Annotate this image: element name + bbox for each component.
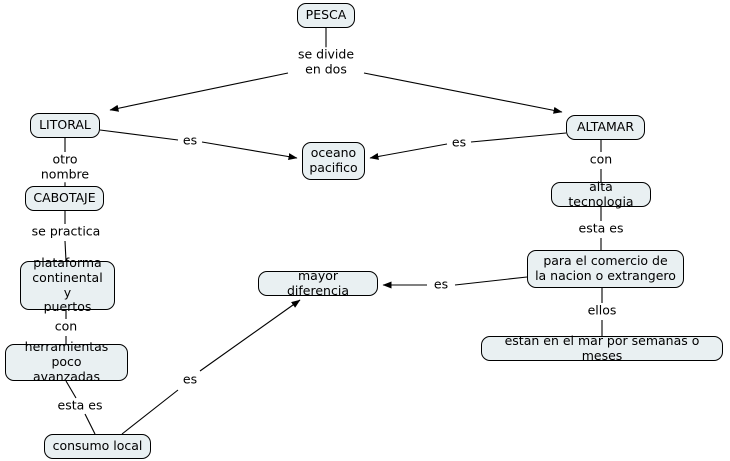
edge-litoral-oceano-a — [99, 129, 179, 141]
node-pesca[interactable]: PESCA — [297, 3, 355, 28]
node-litoral[interactable]: LITORAL — [30, 113, 100, 138]
edge-label-otro-nombre: otro nombre — [39, 151, 91, 182]
edge-label-comercio-mayor-es: es — [432, 276, 450, 293]
node-mayor-diferencia[interactable]: mayor diferencia — [258, 268, 378, 297]
edge-cabotaje-plataforma-b — [64, 240, 67, 262]
node-para-el-comercio[interactable]: para el comercio de la nacion o extrange… — [527, 250, 684, 288]
edge-altamar-oceano-b — [369, 143, 448, 160]
edge-label-ellos: ellos — [586, 302, 618, 319]
edge-label-consumo-mayor-es: es — [181, 371, 199, 388]
node-oceano-pacifico[interactable]: oceano pacifico — [302, 142, 365, 180]
node-consumo-local[interactable]: consumo local — [44, 434, 151, 459]
node-altamar[interactable]: ALTAMAR — [566, 115, 645, 140]
edge-herramientas-consumo-b — [84, 413, 96, 435]
edge-consumo-mayor-a — [121, 389, 179, 435]
edge-label-esta-es-altatec: esta es — [577, 220, 625, 237]
edge-consumo-mayor-b — [199, 299, 301, 372]
edge-label-con-plataforma: con — [53, 318, 79, 335]
node-herramientas-poco-avanzadas[interactable]: herramientas poco avanzadas — [5, 340, 128, 384]
edge-label-litoral-oceano-es: es — [181, 132, 199, 149]
edge-pesca-altamar — [363, 72, 563, 114]
edge-altamar-oceano-a — [470, 132, 567, 143]
node-estan-en-el-mar[interactable]: estan en el mar por semanas o meses — [481, 333, 723, 362]
edge-comercio-mayor-a — [454, 276, 528, 286]
node-plataforma-continental-y-puertos[interactable]: plataforma continental y puertos — [20, 255, 115, 314]
edge-label-esta-es-herramientas: esta es — [56, 397, 104, 414]
edge-label-con-altamar: con — [588, 151, 614, 168]
edge-label-se-divide-en-dos: se divide en dos — [296, 46, 356, 77]
edge-litoral-oceano-b — [201, 141, 298, 161]
edge-herramientas-consumo-a — [65, 380, 77, 399]
edge-label-se-practica: se practica — [30, 223, 102, 240]
node-alta-tecnologia[interactable]: alta tecnologia — [551, 179, 651, 208]
edge-label-altamar-oceano-es: es — [450, 134, 468, 151]
node-cabotaje[interactable]: CABOTAJE — [25, 186, 104, 211]
edge-pesca-litoral — [109, 72, 289, 112]
